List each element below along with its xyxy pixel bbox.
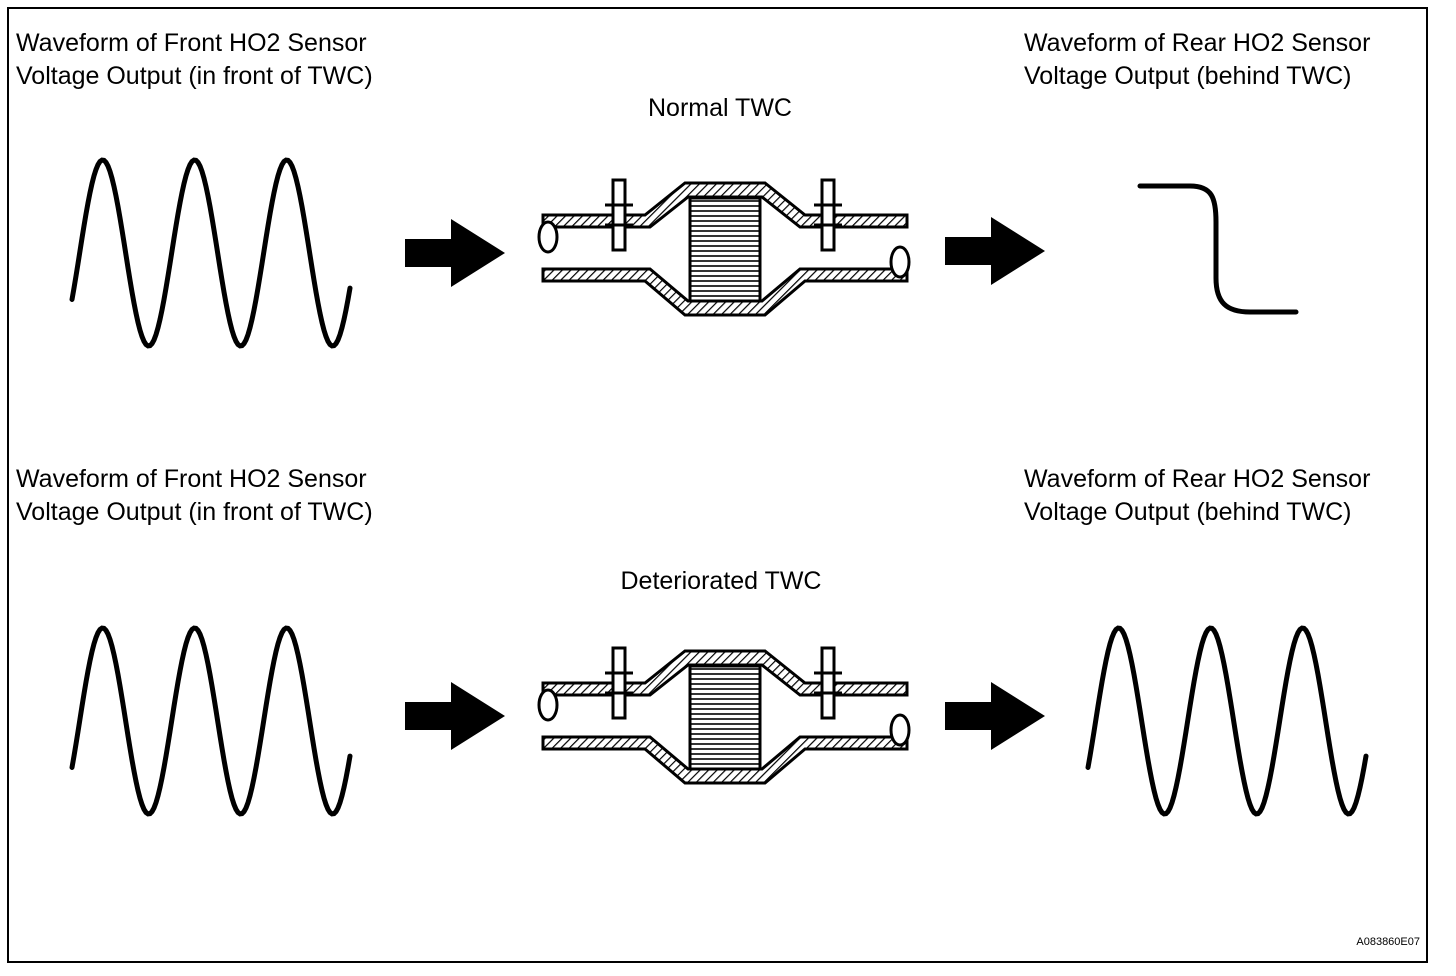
flow-arrow-icon <box>945 217 1045 285</box>
figure-code: A083860E07 <box>1356 936 1420 948</box>
flow-arrow-icon <box>405 682 505 750</box>
deteriorated-twc-title: Deteriorated TWC <box>620 567 822 595</box>
front-sensor-waveform-normal <box>69 157 353 349</box>
flow-arrow-icon <box>945 682 1045 750</box>
rear-sensor-waveform-deteriorated <box>1085 625 1369 817</box>
flow-arrow-icon <box>405 219 505 287</box>
normal-twc-title: Normal TWC <box>648 94 792 122</box>
front-sensor-waveform-deteriorated <box>69 625 353 817</box>
normal-twc-converter <box>537 178 911 317</box>
rear-sensor-waveform-normal <box>1137 183 1299 315</box>
deteriorated-twc-converter <box>537 646 911 785</box>
figure-frame <box>7 7 1428 963</box>
